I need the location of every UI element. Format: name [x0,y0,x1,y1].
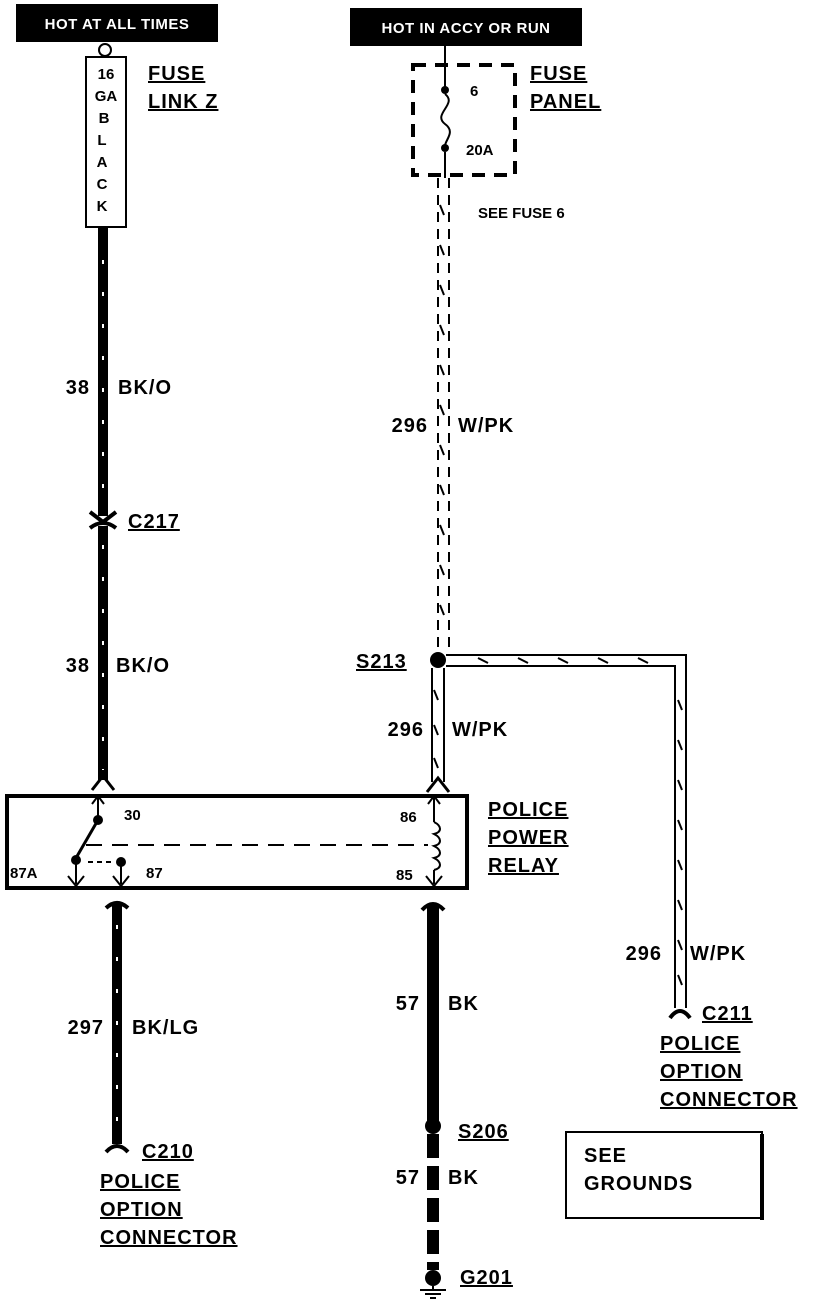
hot-at-all-times-banner: HOT AT ALL TIMES [16,4,218,42]
relay-pin-87: 87 [146,865,163,882]
w296-upper-circuit: 296 [392,415,428,437]
c217-label: C217 [128,511,180,533]
fuse-link-text-2: B [99,110,110,127]
w57-upper-color: BK [448,993,479,1015]
left-connector-line1: POLICE [100,1171,180,1193]
relay-pin-30: 30 [124,807,141,824]
see-fuse-6: SEE FUSE 6 [478,205,565,222]
fuse-link-text-5: C [97,176,108,193]
s206-label: S206 [458,1121,509,1143]
ground-symbol [420,1270,446,1299]
w57-lower-color: BK [448,1167,479,1189]
right-connector-line2: OPTION [660,1061,743,1083]
fuse-number: 6 [470,83,478,100]
c211-label: C211 [702,1003,753,1025]
fuse-link-label-line2: LINK Z [148,91,218,113]
hot-in-accy-or-run-banner: HOT IN ACCY OR RUN [350,8,582,46]
wire-296-mid [425,668,451,793]
fuse-link-label-line1: FUSE [148,63,205,85]
relay-label-line2: POWER [488,827,569,849]
fuse-panel [411,46,517,178]
w57-upper-circuit: 57 [396,993,420,1015]
right-connector-line1: POLICE [660,1033,740,1055]
w296-branch-circuit: 296 [626,943,662,965]
s206-splice-dot [425,1118,441,1134]
wire-297 [104,901,130,1154]
fuse-panel-label-line2: PANEL [530,91,601,113]
w38-lower-circuit: 38 [66,655,90,677]
wire-296-branch [446,654,687,1008]
fuse-link-text-1: GA [95,88,118,105]
fuse-link-z: 16 GA B L A C K [85,43,127,228]
w297-color: BK/LG [132,1017,199,1039]
left-connector-line2: OPTION [100,1199,183,1221]
fuse-link-text-4: A [97,154,108,171]
right-connector-line3: CONNECTOR [660,1089,798,1111]
wire-38-lower [90,526,116,791]
w296-upper-color: W/PK [458,415,514,437]
g201-label: G201 [460,1267,513,1289]
fuse-rating: 20A [466,142,494,159]
s213-label: S213 [356,651,407,673]
fuse-link-text-3: L [97,132,106,149]
s213-splice-dot [430,652,446,668]
w38-upper-color: BK/O [118,377,172,399]
see-grounds-line1: SEE [584,1145,627,1167]
police-power-relay [5,794,469,890]
hot-at-all-times-text: HOT AT ALL TIMES [45,16,190,33]
see-grounds-line2: GROUNDS [584,1173,693,1195]
fuse-link-text-6: K [97,198,108,215]
w38-upper-circuit: 38 [66,377,90,399]
w38-lower-color: BK/O [116,655,170,677]
relay-label-line1: POLICE [488,799,568,821]
relay-pin-87a: 87A [10,865,38,882]
hot-in-accy-text: HOT IN ACCY OR RUN [381,20,550,37]
w296-mid-color: W/PK [452,719,508,741]
relay-pin-86: 86 [400,809,417,826]
w57-lower-circuit: 57 [396,1167,420,1189]
see-grounds-box: SEE GROUNDS [565,1131,764,1220]
w296-branch-color: W/PK [690,943,746,965]
c210-label: C210 [142,1141,194,1163]
w297-circuit: 297 [68,1017,104,1039]
c211-connector [668,1009,692,1020]
c217-connector [88,510,118,530]
fuse-panel-label-line1: FUSE [530,63,587,85]
wire-296-upper [437,178,450,655]
relay-pin-85: 85 [396,867,413,884]
wire-57-upper [420,902,446,1122]
left-connector-line3: CONNECTOR [100,1227,238,1249]
relay-label-line3: RELAY [488,855,559,877]
w296-mid-circuit: 296 [388,719,424,741]
fuse-link-text-0: 16 [98,66,115,83]
